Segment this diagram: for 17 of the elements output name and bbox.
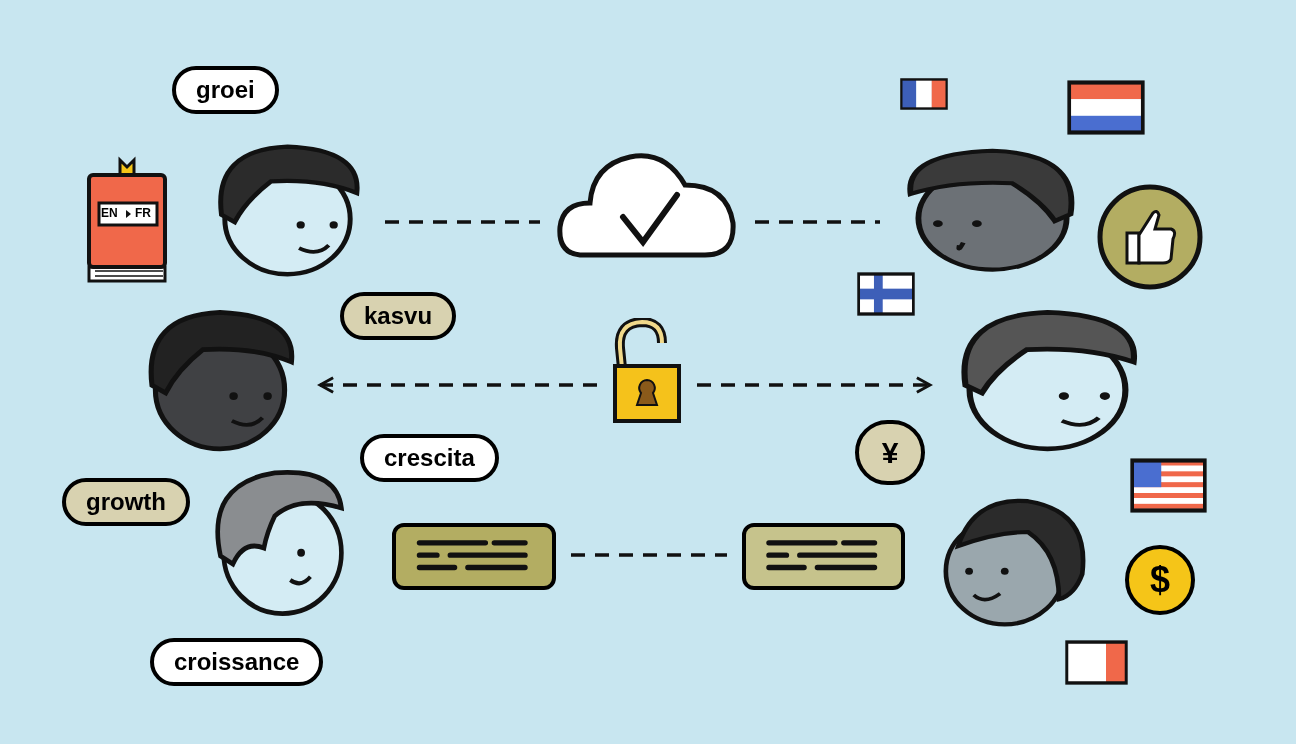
word-bubble: groei — [172, 66, 279, 114]
word-bubble: crescita — [360, 434, 499, 482]
yen-coin: ¥ — [855, 420, 925, 485]
message-card — [392, 523, 556, 590]
language-code: FR — [135, 207, 151, 219]
dashed-line — [385, 220, 540, 224]
message-card — [742, 523, 905, 590]
dashed-line — [571, 553, 727, 557]
dashed-arrow — [697, 376, 932, 394]
word-bubble: croissance — [150, 638, 324, 686]
language-code: EN — [101, 207, 118, 219]
padlock-icon — [612, 318, 682, 424]
dollar-coin: $ — [1125, 545, 1195, 615]
word-bubble: kasvu — [340, 292, 457, 340]
dashed-line — [755, 220, 880, 224]
dashed-arrow — [318, 376, 597, 394]
word-bubble: growth — [62, 478, 190, 526]
